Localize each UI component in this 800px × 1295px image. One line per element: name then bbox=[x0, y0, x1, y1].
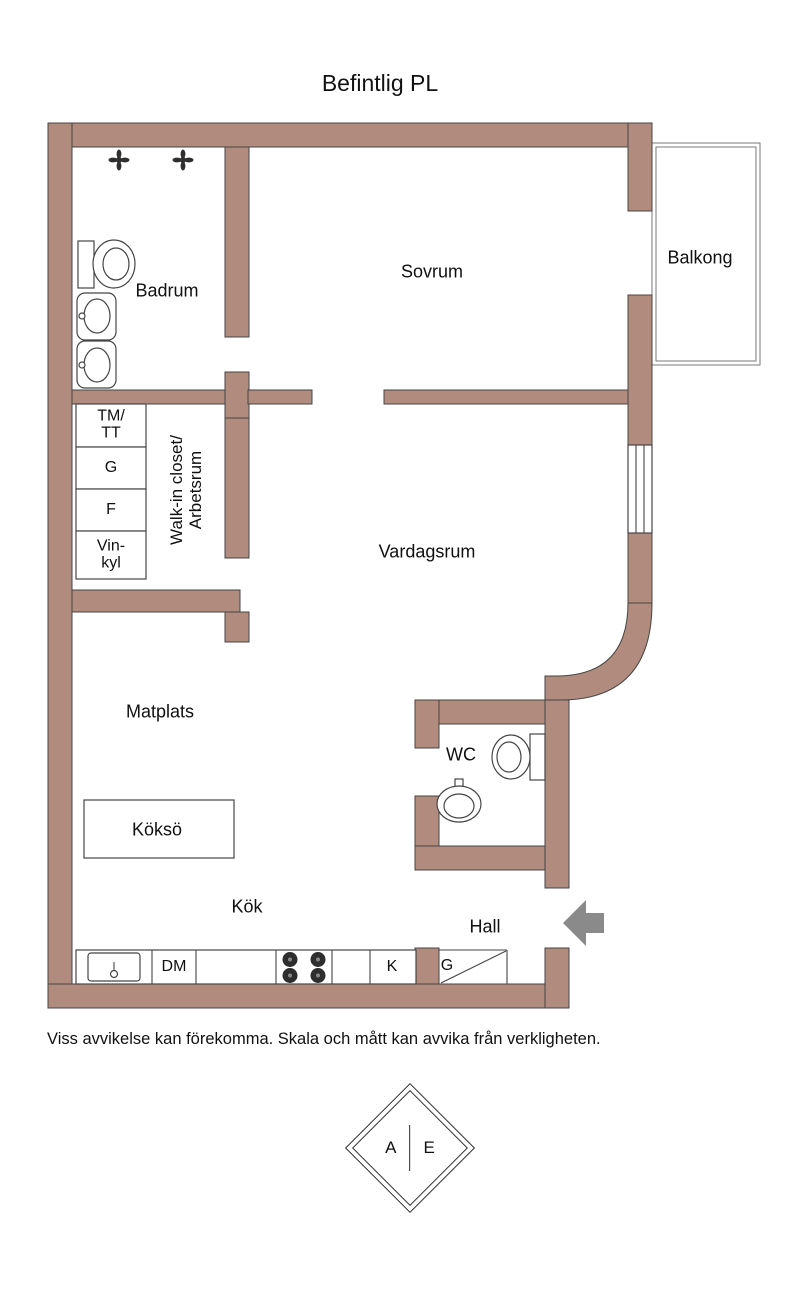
room-label-kok: Kök bbox=[231, 896, 263, 917]
room-label-wc: WC bbox=[446, 744, 476, 765]
kitchen-island bbox=[83, 799, 235, 859]
room-label-balkong: Balkong bbox=[667, 247, 733, 268]
disclaimer-text: Viss avvikelse kan förekomma. Skala och … bbox=[47, 1030, 601, 1048]
closet-label-vinkyl: Vin- kyl bbox=[96, 537, 126, 572]
curved-wall bbox=[544, 602, 653, 701]
walkin-line-2: Arbetsrum bbox=[186, 450, 205, 530]
entrance-arrow-icon bbox=[563, 900, 604, 946]
compass-divider bbox=[409, 1125, 411, 1171]
toilet-icon bbox=[491, 733, 546, 781]
bathroom-sink-icon bbox=[76, 340, 117, 389]
toilet-icon bbox=[77, 239, 136, 289]
fan-icon bbox=[172, 149, 194, 171]
walkin-line-1: Walk-in closet/ bbox=[166, 435, 186, 545]
room-label-hall: Hall bbox=[469, 916, 501, 937]
compass-letter-a: A bbox=[385, 1138, 397, 1157]
exterior-walls bbox=[47, 122, 653, 1009]
room-label-badrum: Badrum bbox=[135, 280, 199, 301]
closet-label-g: G bbox=[104, 459, 118, 476]
interior-walls bbox=[71, 146, 629, 985]
wc-sink-icon bbox=[436, 778, 482, 823]
room-label-sovrum: Sovrum bbox=[400, 261, 464, 282]
label-fridge-k: K bbox=[386, 958, 398, 975]
kitchen-sink-icon bbox=[87, 952, 141, 982]
room-label-vardagsrum: Vardagsrum bbox=[378, 541, 476, 562]
label-hall-closet-g: G bbox=[440, 957, 454, 974]
stove-icon bbox=[282, 952, 326, 983]
closet-boxes bbox=[75, 403, 147, 580]
compass-letter-e: E bbox=[423, 1138, 435, 1157]
window bbox=[627, 444, 653, 534]
bathroom-sink-icon bbox=[76, 292, 117, 341]
room-label-matplats: Matplats bbox=[125, 701, 195, 722]
page-title: Befintlig PL bbox=[321, 70, 439, 96]
balcony-outline bbox=[651, 142, 761, 366]
closet-label-tmtt: TM/ TT bbox=[97, 407, 125, 442]
closet-label-f: F bbox=[106, 501, 116, 518]
fan-icon bbox=[108, 149, 130, 171]
room-label-kokso: Köksö bbox=[131, 819, 183, 840]
compass-content: A E bbox=[385, 1125, 435, 1171]
room-label-walkin: Walk-in closet/ Arbetsrum bbox=[167, 402, 205, 578]
hall-closet bbox=[439, 949, 508, 984]
label-dishwasher: DM bbox=[161, 958, 187, 975]
